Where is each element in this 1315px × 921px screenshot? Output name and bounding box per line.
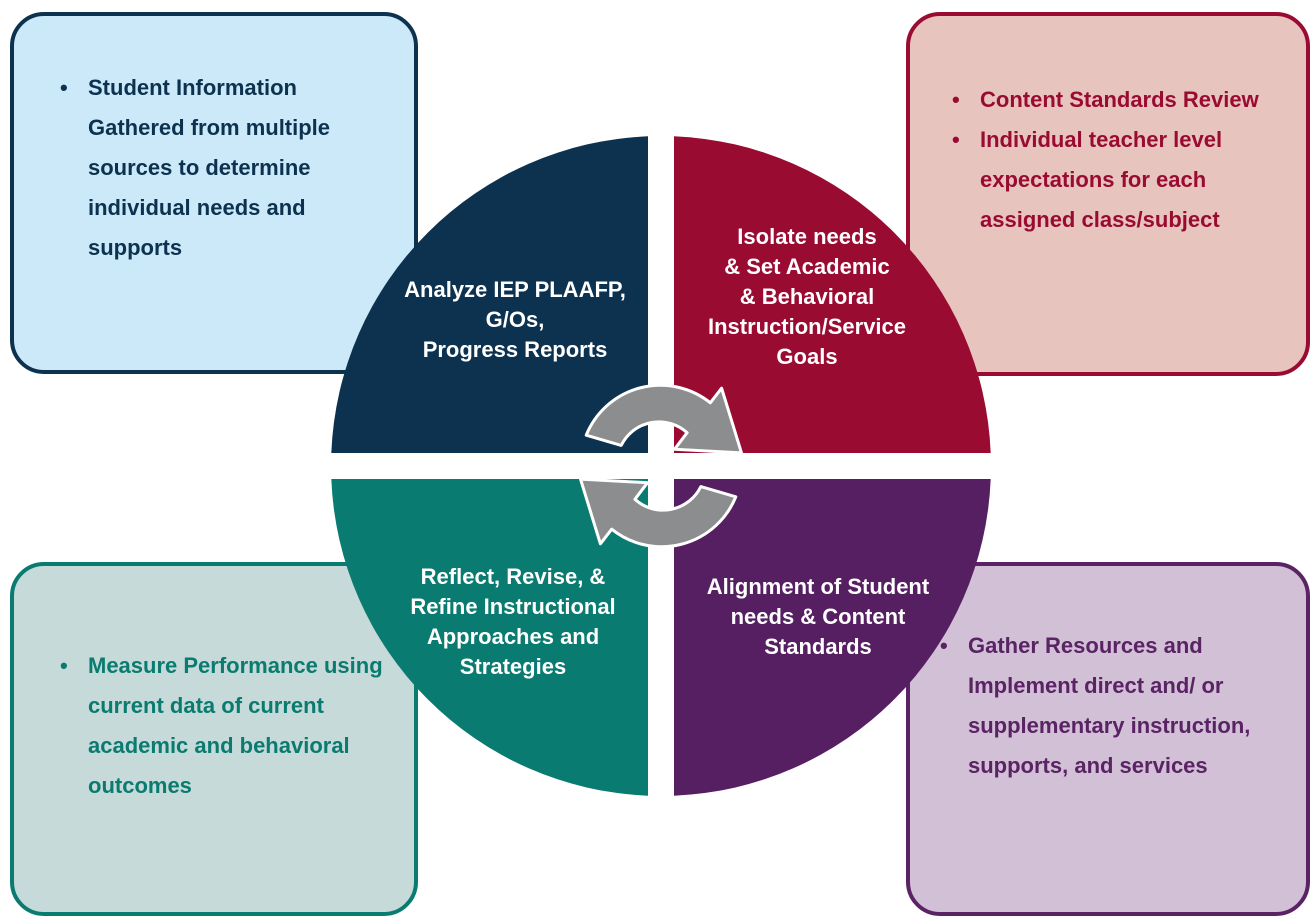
quadrant-label-alignment: Alignment of Student needs & Content Sta… bbox=[706, 574, 930, 659]
info-box-student-information: Student Information Gathered from multip… bbox=[10, 12, 418, 374]
cycle-arrows-icon bbox=[579, 383, 743, 549]
info-item: Gather Resources and Implement direct an… bbox=[938, 626, 1288, 786]
info-list: Gather Resources and Implement direct an… bbox=[938, 626, 1288, 786]
info-item: Individual teacher level expectations fo… bbox=[950, 120, 1290, 240]
quadrant-reflect bbox=[331, 479, 648, 796]
quadrant-isolate-needs bbox=[674, 136, 991, 454]
info-box-gather-resources: Gather Resources and Implement direct an… bbox=[906, 562, 1310, 916]
quadrant-alignment bbox=[674, 479, 991, 796]
info-list: Student Information Gathered from multip… bbox=[58, 68, 388, 268]
info-item: Student Information Gathered from multip… bbox=[58, 68, 388, 268]
info-list: Content Standards Review Individual teac… bbox=[950, 80, 1290, 240]
quadrant-label-reflect: Reflect, Revise, & Refine Instructional … bbox=[410, 564, 616, 679]
quadrant-label-analyze: Analyze IEP PLAAFP, G/Os, Progress Repor… bbox=[404, 277, 626, 362]
quadrant-label-isolate-needs: Isolate needs & Set Academic & Behaviora… bbox=[707, 224, 907, 369]
info-list: Measure Performance using current data o… bbox=[58, 646, 388, 806]
quadrant-analyze bbox=[331, 136, 648, 454]
info-box-content-standards: Content Standards Review Individual teac… bbox=[906, 12, 1310, 376]
info-item: Measure Performance using current data o… bbox=[58, 646, 388, 806]
info-item: Content Standards Review bbox=[950, 80, 1290, 120]
info-box-measure-performance: Measure Performance using current data o… bbox=[10, 562, 418, 916]
